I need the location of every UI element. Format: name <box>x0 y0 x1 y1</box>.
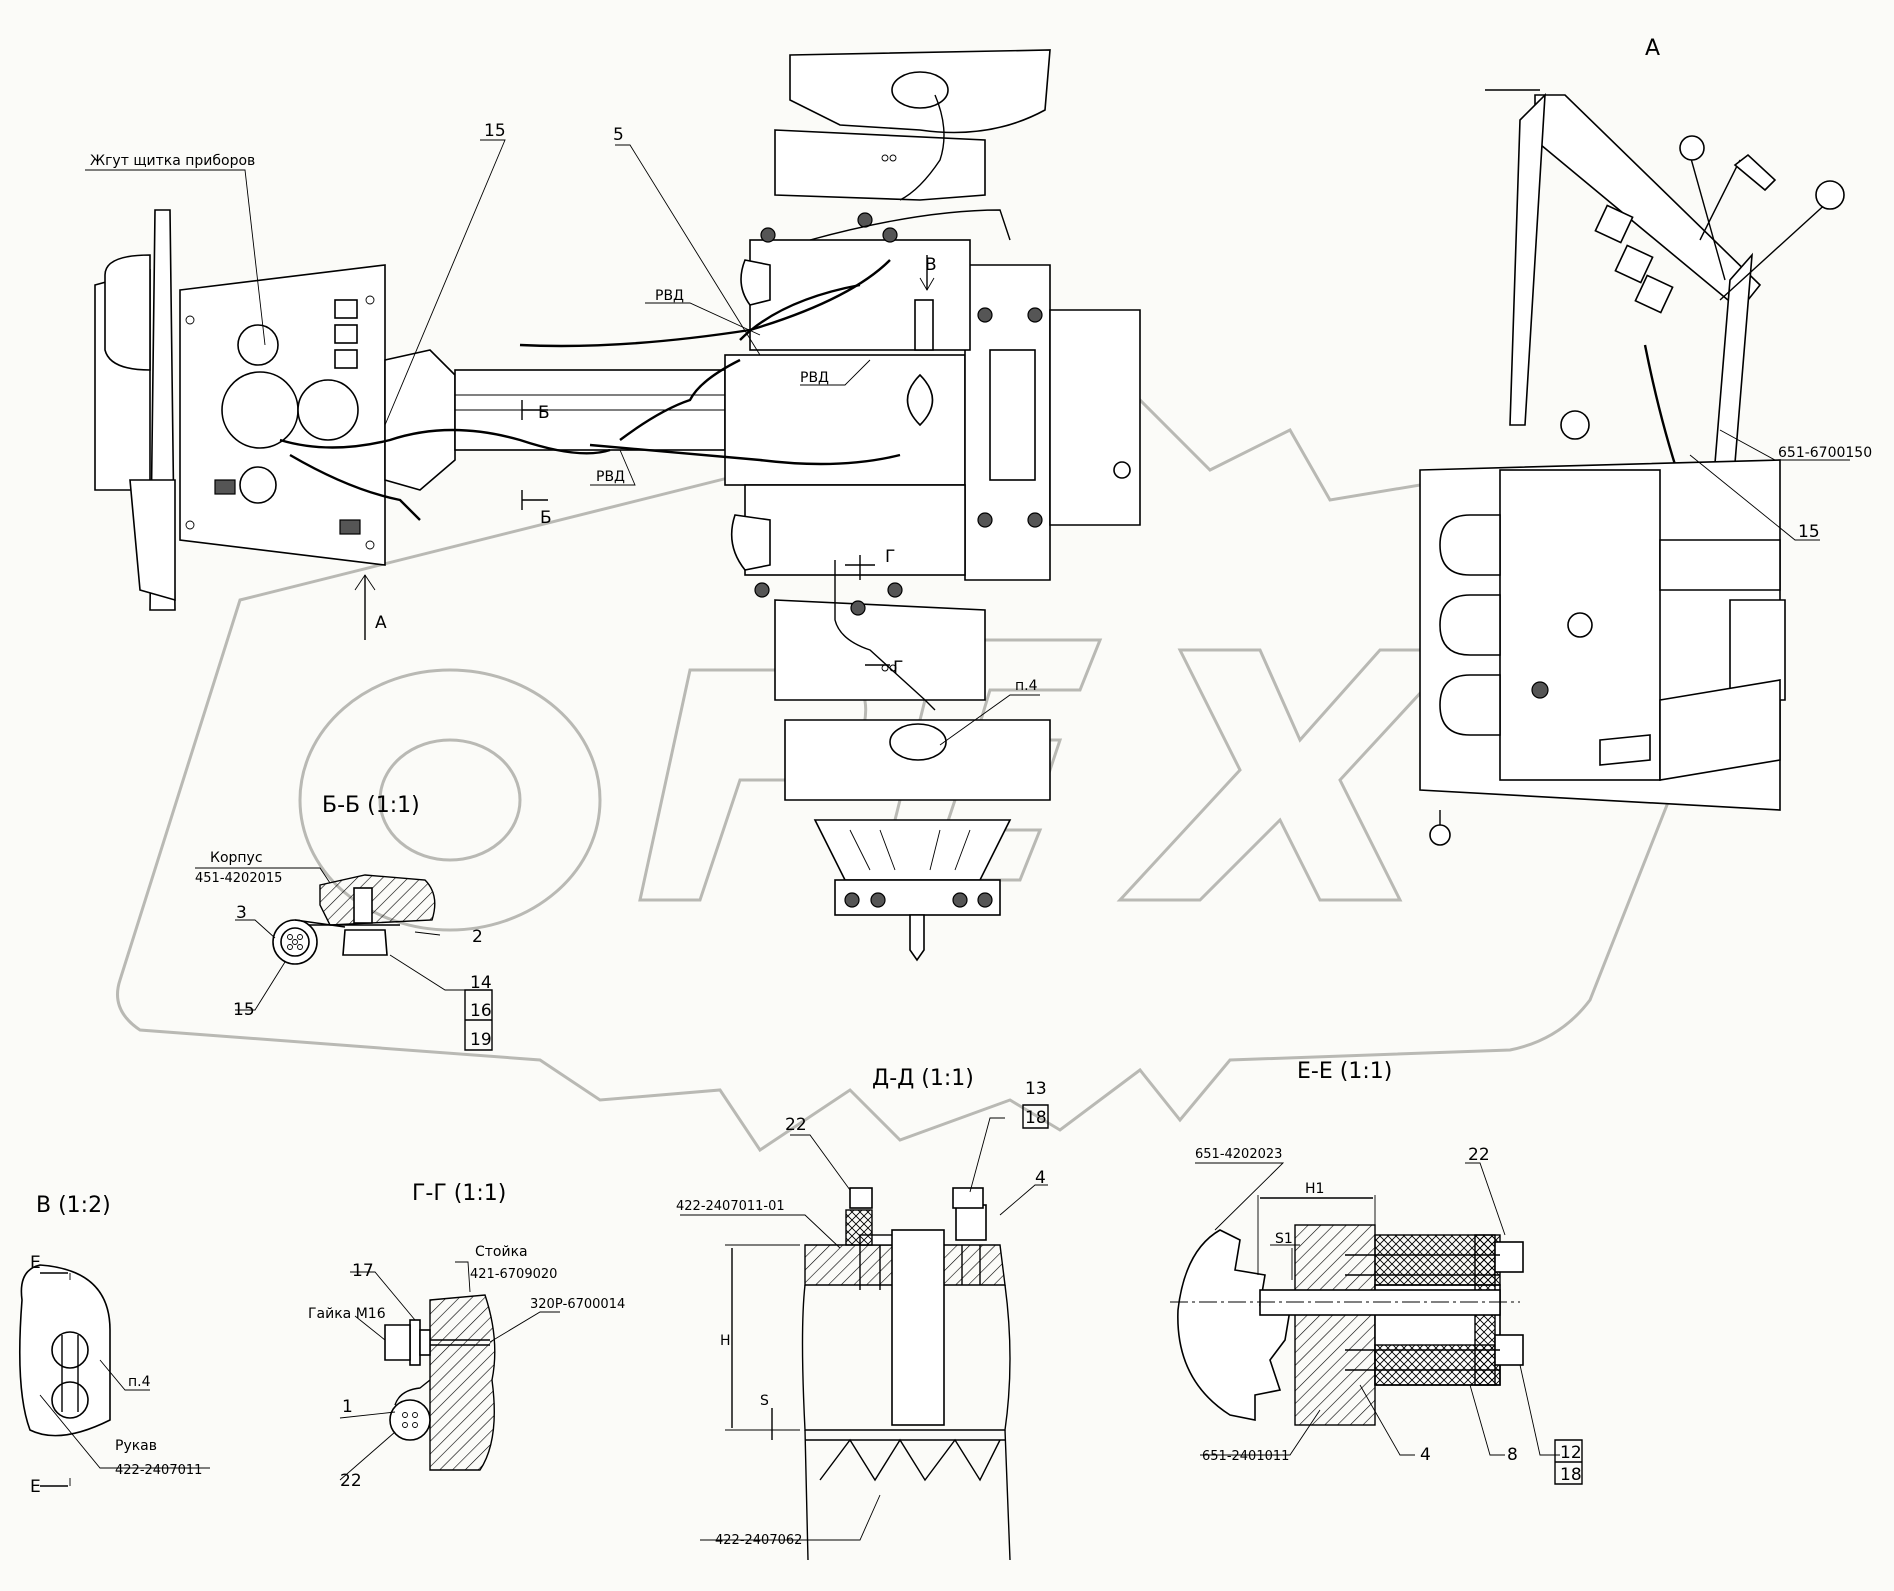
point-4-label: п.4 <box>1015 678 1038 694</box>
section-g-g-post-label: Стойка <box>475 1244 528 1260</box>
view-v-section-mark-top: Е <box>30 1253 41 1273</box>
section-d-d-bottom-part: 422-2407062 <box>715 1533 802 1548</box>
section-e-e-drawing <box>1170 1162 1583 1485</box>
section-g-g-title: Г-Г (1:1) <box>412 1181 506 1206</box>
section-b-b-item-2: 2 <box>472 927 483 947</box>
view-a-arrow-label: А <box>375 613 387 633</box>
section-g-mark: Г <box>885 547 895 567</box>
harness-label: Жгут щитка приборов <box>90 153 255 169</box>
rvd-label-3: РВД <box>596 469 625 485</box>
section-b-b-housing-label: Корпус <box>210 850 263 866</box>
section-b-b-item-14: 14 <box>470 973 492 993</box>
section-e-e-top-part: 651-4202023 <box>1195 1147 1282 1162</box>
section-e-e-item-18: 18 <box>1560 1465 1582 1485</box>
section-g-g-post-part: 421-6709020 <box>470 1267 557 1282</box>
section-e-e-title: Е-Е (1:1) <box>1297 1059 1392 1084</box>
section-d-d-drawing <box>680 1104 1049 1561</box>
item-15-label: 15 <box>484 121 506 141</box>
section-g-g-harness-part: 320Р-6700014 <box>530 1297 625 1312</box>
hoses <box>279 94 1011 711</box>
main-leaders <box>85 139 1850 746</box>
section-e-e-dim-s1: S1 <box>1275 1231 1293 1247</box>
view-v-arrow-label: В <box>925 255 937 275</box>
section-d-d-title: Д-Д (1:1) <box>872 1066 974 1091</box>
view-a-title: А <box>1645 36 1660 61</box>
item-5-label: 5 <box>613 125 624 145</box>
section-b-mark-bottom: Б <box>540 508 552 528</box>
section-b-b-item-16: 16 <box>470 1001 492 1021</box>
section-b-b-title: Б-Б (1:1) <box>322 793 420 818</box>
section-d-d-dim-s: S <box>760 1393 769 1409</box>
upper-pump <box>740 49 1051 351</box>
section-e-e-item-4: 4 <box>1420 1445 1431 1465</box>
view-v-hose-part: 422-2407011 <box>115 1463 202 1478</box>
section-b-b-housing-part: 451-4202015 <box>195 871 282 886</box>
section-g-g-nut-label: Гайка М16 <box>308 1306 386 1322</box>
view-a-item-15: 15 <box>1798 522 1820 542</box>
view-v-title: В (1:2) <box>36 1193 111 1218</box>
section-e-e-item-22: 22 <box>1468 1145 1490 1165</box>
section-d-d-item-4: 4 <box>1035 1168 1046 1188</box>
section-e-e-bottom-part: 651-2401011 <box>1202 1449 1289 1464</box>
view-v-section-mark-bottom: Е <box>30 1477 41 1497</box>
section-g-g-item-17: 17 <box>352 1261 374 1281</box>
section-b-b-item-3: 3 <box>236 903 247 923</box>
section-e-e-item-12: 12 <box>1560 1443 1582 1463</box>
view-v-drawing <box>18 1264 210 1487</box>
rvd-label-1: РВД <box>655 288 684 304</box>
rvd-label-2: РВД <box>800 370 829 386</box>
section-d-d-item-18: 18 <box>1025 1108 1047 1128</box>
section-b-b-item-19: 19 <box>470 1030 492 1050</box>
section-g-g-drawing <box>339 1261 560 1481</box>
section-b-b-item-15: 15 <box>233 1000 255 1020</box>
section-e-e-dim-h1: H1 <box>1305 1181 1324 1197</box>
section-d-d-item-22: 22 <box>785 1115 807 1135</box>
view-v-hose-label: Рукав <box>115 1438 157 1454</box>
view-a-controls <box>1419 89 1845 846</box>
section-g-g-item-22: 22 <box>340 1471 362 1491</box>
view-a-part-number: 651-6700150 <box>1778 445 1872 461</box>
section-g-g-item-1: 1 <box>342 1397 353 1417</box>
section-g-mark-bottom: Г <box>893 658 903 678</box>
section-b-b-drawing <box>195 867 493 1051</box>
section-b-mark-top: Б <box>538 403 550 423</box>
section-d-d-top-part: 422-2407011-01 <box>676 1199 785 1214</box>
lower-pump <box>730 484 1051 962</box>
section-d-d-dim-h: H <box>720 1333 731 1349</box>
section-d-d-item-13: 13 <box>1025 1079 1047 1099</box>
instrument-panel <box>94 209 386 611</box>
section-e-e-item-8: 8 <box>1507 1445 1518 1465</box>
view-v-point-label: п.4 <box>128 1374 151 1390</box>
